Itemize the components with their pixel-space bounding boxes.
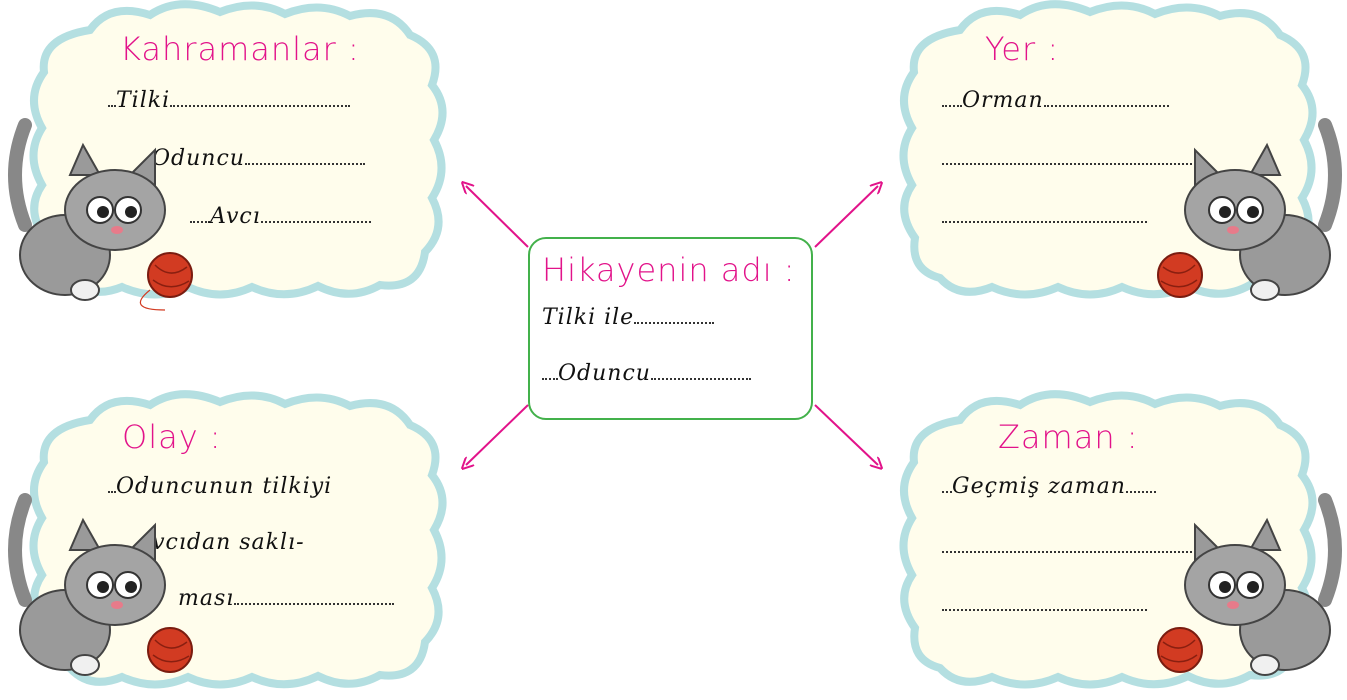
place-answer-2 [942,150,1192,169]
arrow-bottom-left-icon [466,404,529,465]
characters-title: Kahramanlar : [120,30,360,68]
time-answer-3 [942,596,1147,615]
story-title-answer-2: Oduncu [542,361,751,386]
arrow-bottom-right-icon [814,404,878,465]
story-title-box: Hikayenin adı : Tilki ile Oduncu [528,237,813,420]
time-answer-1: Geçmiş zaman [942,474,1156,499]
time-answer-2 [942,538,1192,557]
place-answer-3 [942,208,1147,227]
event-answer-3: ması [178,586,395,611]
characters-answer-3: Avcı [190,204,371,229]
story-title-label: Hikayenin adı : [542,251,796,289]
characters-answer-1: Tilki [108,88,351,113]
cat-with-yarn-icon [8,118,193,311]
cat-with-yarn-icon [1157,118,1342,301]
time-title: Zaman : [998,418,1139,456]
cat-with-yarn-icon [1157,493,1342,676]
place-answer-1: Orman [942,88,1169,113]
arrow-top-right-icon [814,186,878,248]
place-title: Yer : [985,30,1060,68]
event-title: Olay : [122,418,222,456]
arrow-top-left-icon [466,186,529,248]
cat-with-yarn-icon [8,493,193,676]
event-answer-2: avcıdan saklı- [138,530,305,555]
story-title-answer-1: Tilki ile [542,305,715,330]
event-answer-1: Oduncunun tilkiyi [108,474,332,499]
